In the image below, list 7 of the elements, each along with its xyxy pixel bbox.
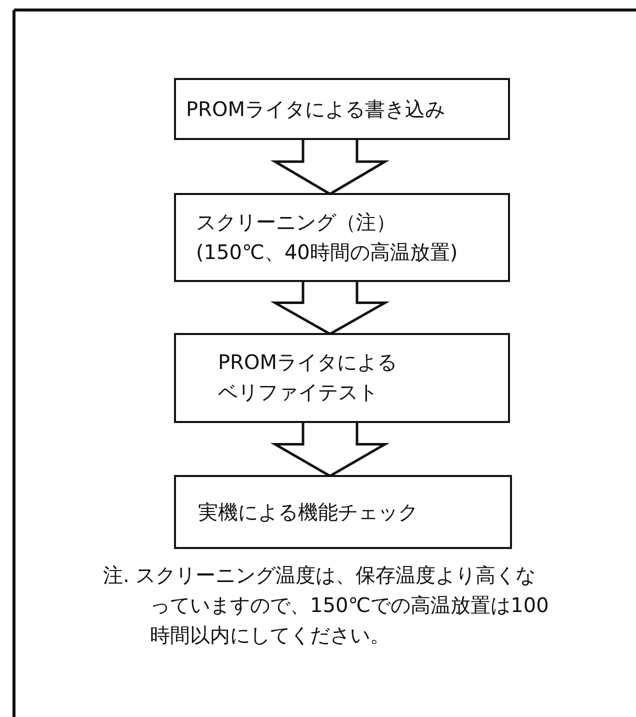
block-arrow	[270, 138, 386, 196]
block-arrow	[270, 422, 386, 478]
process-box: スクリーニング（注） (150℃、40時間の高温放置)	[174, 193, 510, 282]
process-box: 実機による機能チェック	[174, 475, 512, 549]
process-box: PROMライタによるベリファイテスト	[174, 333, 510, 423]
process-box: PROMライタによる書き込み	[174, 78, 510, 140]
footnote: 注. スクリーニング温度は、保存温度より高くなっていますので、150℃での高温放置は100時間以内にしてください。	[103, 562, 550, 649]
